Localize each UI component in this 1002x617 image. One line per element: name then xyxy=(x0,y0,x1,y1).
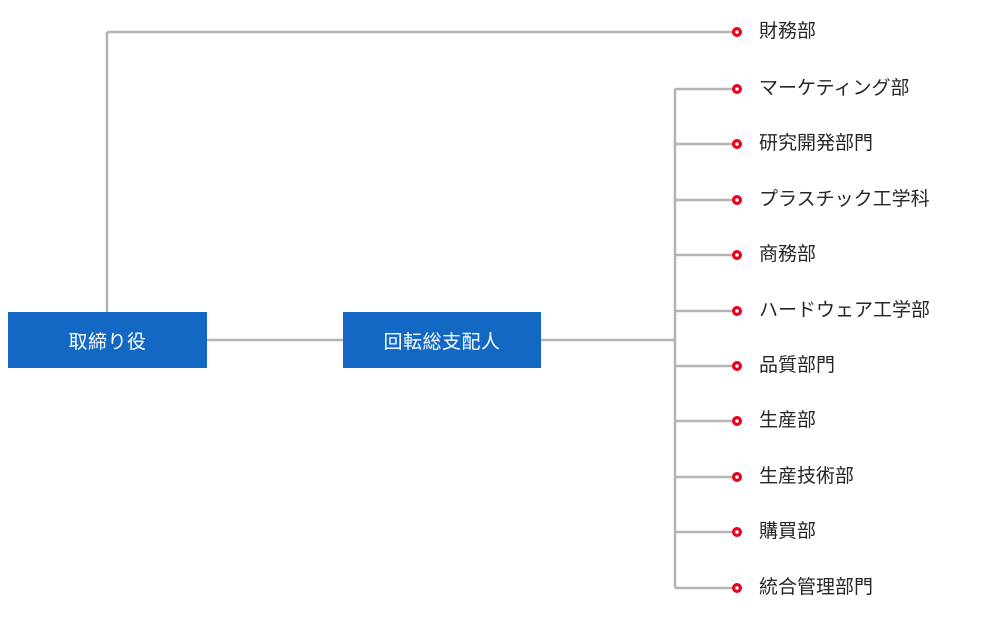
node-label: 回転総支配人 xyxy=(383,331,501,353)
node-box-root[interactable]: 取締り役 xyxy=(8,312,207,368)
leaf-marker-center-icon xyxy=(735,253,739,257)
leaf-marker-center-icon xyxy=(735,309,739,313)
node-label: 取締り役 xyxy=(68,331,147,353)
leaf-label[interactable]: 商務部 xyxy=(759,244,817,265)
leaf-marker-center-icon xyxy=(735,419,739,423)
leaf-marker-layer xyxy=(732,27,742,593)
leaf-marker-center-icon xyxy=(735,530,739,534)
leaf-label[interactable]: 購買部 xyxy=(759,521,817,542)
leaf-marker-center-icon xyxy=(735,586,739,590)
leaf-label[interactable]: 財務部 xyxy=(759,21,817,42)
leaf-marker-center-icon xyxy=(735,198,739,202)
connector-layer xyxy=(105,30,737,590)
leaf-label[interactable]: 研究開発部門 xyxy=(759,133,874,154)
leaf-marker-center-icon xyxy=(735,87,739,91)
leaf-label[interactable]: マーケティング部 xyxy=(759,78,910,99)
node-box-gm[interactable]: 回転総支配人 xyxy=(343,312,541,368)
leaf-label[interactable]: ハードウェア工学部 xyxy=(759,300,931,321)
leaf-marker-center-icon xyxy=(735,475,739,479)
leaf-label[interactable]: 生産部 xyxy=(759,410,817,431)
leaf-marker-center-icon xyxy=(735,142,739,146)
leaf-label[interactable]: 品質部門 xyxy=(759,355,836,376)
leaf-label[interactable]: 生産技術部 xyxy=(759,466,855,487)
leaf-label[interactable]: プラスチック工学科 xyxy=(759,189,930,210)
leaf-label[interactable]: 統合管理部門 xyxy=(759,577,874,598)
leaf-marker-center-icon xyxy=(735,30,739,34)
leaf-marker-center-icon xyxy=(735,364,739,368)
